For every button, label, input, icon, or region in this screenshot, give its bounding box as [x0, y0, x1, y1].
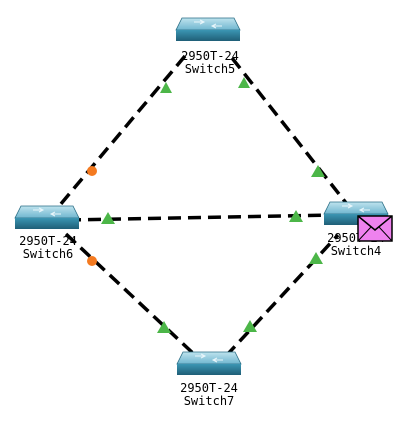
link-light-blocking [87, 256, 97, 266]
link-switch6-switch7[interactable] [64, 232, 198, 358]
device-name: Switch7 [183, 394, 235, 408]
switch-icon[interactable] [323, 201, 389, 225]
link-layer [58, 54, 352, 358]
link-switch7-switch4[interactable] [224, 233, 340, 358]
switch-icon[interactable] [176, 351, 242, 375]
switch-icon[interactable] [14, 205, 80, 229]
device-model: 2950T-24 [181, 49, 239, 63]
link-light-blocking [87, 166, 97, 176]
link-light-up [238, 77, 250, 88]
device-model: 2950T-24 [19, 234, 77, 248]
link-light-up [157, 321, 171, 333]
device-name: Switch6 [22, 247, 74, 261]
device-name: Switch5 [184, 62, 236, 76]
link-light-up [160, 82, 172, 93]
link-switch5-switch6[interactable] [58, 54, 187, 207]
link-switch5-switch4[interactable] [230, 56, 352, 210]
switch-icon[interactable] [175, 17, 241, 41]
link-light-up [289, 210, 303, 222]
device-model: 2950T-24 [180, 381, 238, 395]
link-light-up [243, 320, 257, 332]
envelope-icon[interactable] [357, 215, 393, 242]
link-switch6-switch4[interactable] [67, 213, 337, 222]
link-light-up [309, 252, 323, 264]
link-status-layer [87, 77, 325, 333]
link-light-up [311, 165, 325, 177]
device-name: Switch4 [330, 244, 382, 258]
link-light-up [101, 212, 115, 224]
